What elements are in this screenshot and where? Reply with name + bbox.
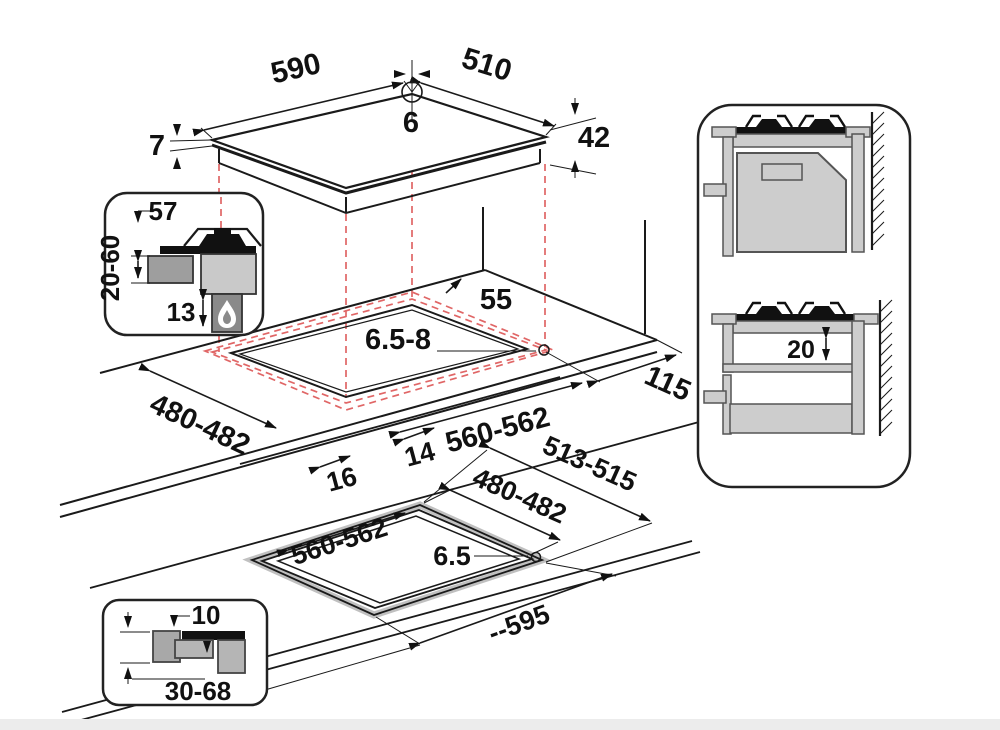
dim-back-clearance: 55 (480, 284, 512, 316)
dim-top-depth: 510 (458, 42, 516, 88)
flush-detail-inset (101, 598, 269, 707)
side-view-shelf (703, 299, 893, 436)
worktop-cutout-view (59, 207, 683, 518)
dim-shelf-gap: 20 (787, 336, 815, 364)
hob-surface (160, 246, 256, 254)
hob-isometric-view (169, 60, 597, 215)
drawer (729, 403, 853, 434)
burner-body (200, 253, 257, 295)
hob-body-section (217, 639, 246, 674)
side-views-panel (696, 103, 912, 489)
dim-worktop-thickness: 20-60 (95, 235, 125, 302)
dim-front-offset: 14 (401, 436, 438, 473)
dim-hole-dia: 6 (403, 107, 419, 139)
worktop-section (147, 255, 194, 284)
hob-footprint-inner (209, 298, 549, 404)
dim-flush-recess-width: --595 (484, 599, 553, 649)
dim-support-height: 57 (149, 196, 178, 226)
dim-flush-edge: 6.5 (433, 541, 471, 571)
flush-mount-view (61, 418, 711, 724)
dim-burner-below: 13 (167, 297, 196, 327)
dim-cutout-depth: 480-482 (145, 388, 255, 462)
wall-hatching (879, 299, 893, 435)
projection-lines (202, 158, 556, 411)
wall-hatching (871, 111, 885, 247)
dim-hob-height: 42 (578, 122, 610, 154)
oven-vent (761, 163, 803, 181)
dim-glass-edge: 7 (149, 130, 165, 162)
shelf (722, 363, 863, 373)
glass-section (182, 631, 245, 640)
dim-glass-gap: 6.5-8 (365, 324, 431, 356)
cutout-outline (227, 303, 531, 399)
burner-cap (199, 228, 246, 246)
glass-edge-marker (538, 344, 550, 356)
side-view-oven (703, 111, 885, 257)
dim-flush-recess-depth: 513-515 (538, 430, 641, 498)
dim-flush-total-depth: 30-68 (165, 676, 232, 706)
burner-detail-inset (103, 191, 265, 337)
footer-strip (0, 719, 1000, 730)
dim-flush-cutout-depth: 480-482 (468, 462, 571, 530)
dim-top-width: 590 (268, 47, 324, 90)
dim-front-clearance: 16 (323, 461, 360, 498)
dim-flush-glass-height: 10 (192, 600, 221, 630)
dim-side-clearance: 115 (640, 360, 696, 408)
